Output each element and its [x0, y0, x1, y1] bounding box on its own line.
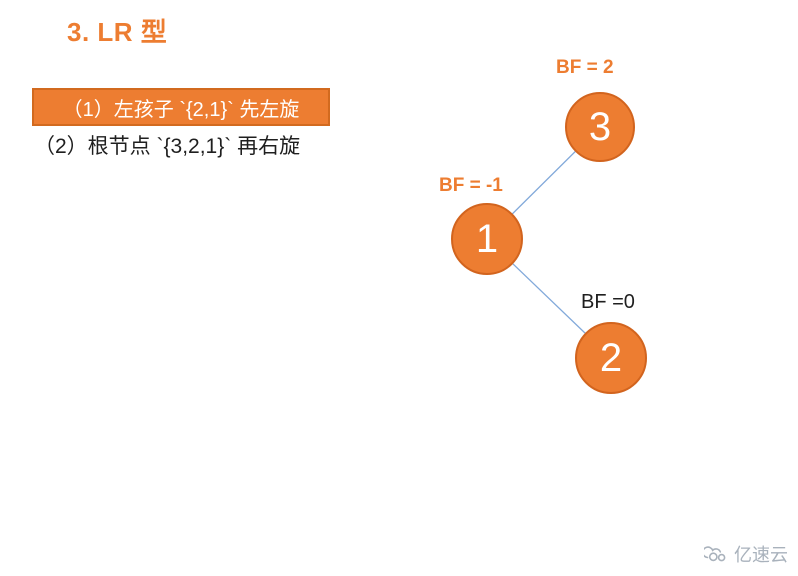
- tree-node-2-label: 2: [599, 335, 623, 380]
- bf-label-node-1: BF = -1: [439, 175, 503, 196]
- cloud-logo-icon: [704, 544, 730, 564]
- step-1-text: （1）左孩子 `{2,1}` 先左旋: [62, 98, 300, 121]
- step-2-text: （2）根节点 `{3,2,1}` 再右旋: [34, 135, 301, 158]
- page-title: 3. LR 型: [67, 17, 168, 47]
- bf-label-node-3: BF = 2: [556, 57, 614, 78]
- tree-node-2: 2: [575, 322, 647, 394]
- tree-node-1: 1: [451, 203, 523, 275]
- step-1-highlight-box: （1）左孩子 `{2,1}` 先左旋: [32, 88, 330, 126]
- watermark: 亿速云: [704, 541, 788, 567]
- tree-node-3: 3: [565, 92, 635, 162]
- tree-node-3-label: 3: [588, 104, 612, 149]
- tree-node-1-label: 1: [475, 216, 499, 261]
- bf-label-node-2: BF =0: [581, 291, 635, 313]
- watermark-text: 亿速云: [734, 545, 788, 565]
